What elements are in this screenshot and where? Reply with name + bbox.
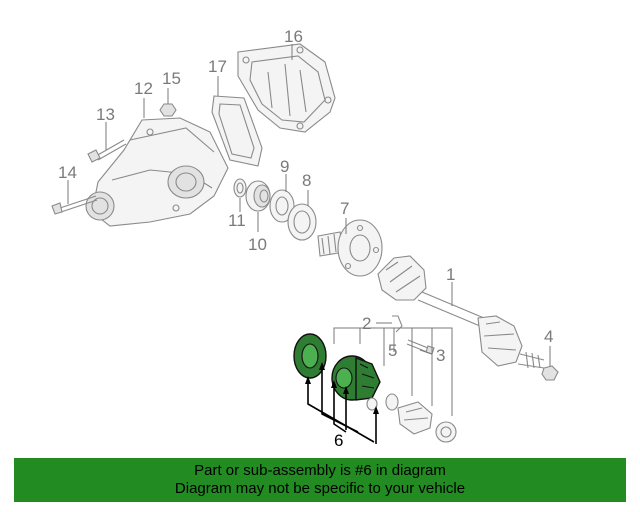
callout-17: 17: [208, 57, 227, 76]
leader-5-bracket: [333, 327, 453, 416]
callout-2: 2: [362, 314, 371, 333]
callout-12: 12: [134, 79, 153, 98]
callout-10: 10: [248, 235, 267, 254]
callout-5: 5: [388, 341, 397, 360]
part-2-clip[interactable]: [392, 315, 403, 333]
kit-parts[interactable]: [366, 393, 457, 443]
part-15-nut[interactable]: [159, 103, 177, 117]
part-8-seal[interactable]: [287, 203, 317, 241]
callout-16: 16: [284, 27, 303, 46]
banner-line-1: Part or sub-assembly is #6 in diagram: [194, 462, 446, 479]
leader-3: [419, 349, 433, 355]
callout-9: 9: [280, 157, 289, 176]
callout-3: 3: [436, 346, 445, 365]
part-17-gasket[interactable]: [211, 95, 263, 167]
part-7-flange[interactable]: [317, 219, 383, 277]
callout-6: 6: [334, 431, 343, 450]
part-10-bearing[interactable]: [245, 180, 271, 212]
callout-8: 8: [302, 171, 311, 190]
part-6-boot-kit[interactable]: [293, 333, 381, 401]
callout-11: 11: [228, 211, 246, 230]
part-9-shim[interactable]: [269, 189, 295, 223]
part-1-axle-shaft[interactable]: [377, 255, 545, 369]
callout-4: 4: [544, 327, 553, 346]
part-11-seal[interactable]: [233, 178, 247, 198]
callout-13: 13: [96, 105, 115, 124]
banner-line-2: Diagram may not be specific to your vehi…: [174, 480, 466, 497]
callout-1: 1: [446, 265, 455, 284]
callout-15: 15: [162, 69, 181, 88]
part-13-bolt[interactable]: [87, 139, 127, 163]
part-12-differential-housing[interactable]: [85, 117, 229, 227]
callout-7: 7: [340, 199, 349, 218]
callout-14: 14: [58, 163, 77, 182]
part-16-cover[interactable]: [237, 43, 336, 133]
callout-6-arrows: [305, 362, 379, 444]
part-3-bolt[interactable]: [406, 339, 435, 355]
part-4-nut[interactable]: [541, 365, 559, 381]
info-banner: Part or sub-assembly is #6 in diagram Di…: [14, 458, 626, 502]
part-14-bolt[interactable]: [51, 195, 98, 215]
